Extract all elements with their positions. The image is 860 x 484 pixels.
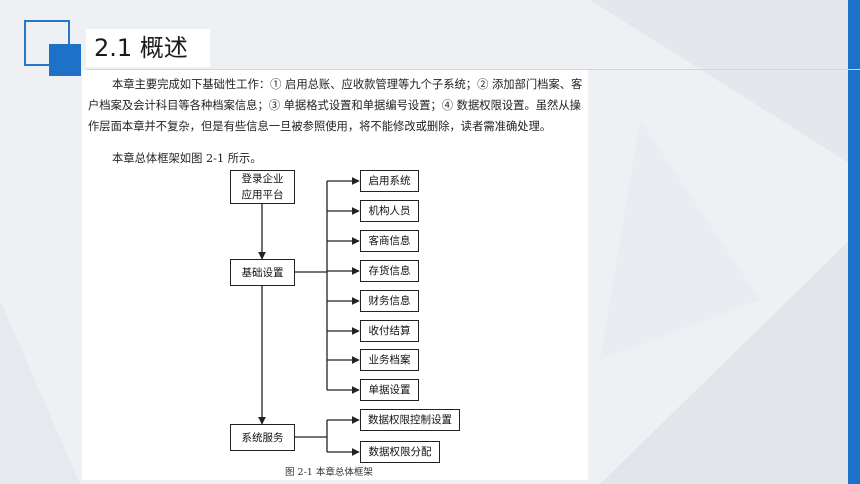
node-data-permission-control: 数据权限控制设置 <box>360 409 460 431</box>
node-system-services: 系统服务 <box>230 424 295 451</box>
node-finance-info: 财务信息 <box>360 290 419 312</box>
node-basic-settings: 基础设置 <box>230 259 295 286</box>
node-login-platform: 登录企业 应用平台 <box>230 170 295 204</box>
document-image: 本章主要完成如下基础性工作：① 启用总账、应收款管理等九个子系统；② 添加部门档… <box>82 70 588 480</box>
figure-caption: 图 2-1 本章总体框架 <box>285 467 373 478</box>
slide-title: 2.1 概述 <box>86 29 210 67</box>
title-divider <box>86 69 860 70</box>
right-accent-strip <box>848 0 860 484</box>
node-document-settings: 单据设置 <box>360 379 419 401</box>
node-inventory-info: 存货信息 <box>360 260 419 282</box>
node-settlement: 收付结算 <box>360 320 419 342</box>
node-customer-supplier: 客商信息 <box>360 230 419 252</box>
diagram-connectors <box>258 177 360 456</box>
title-decoration-square <box>49 44 81 76</box>
title-decoration-outline <box>24 20 70 66</box>
intro-paragraph: 本章主要完成如下基础性工作：① 启用总账、应收款管理等九个子系统；② 添加部门档… <box>88 78 583 133</box>
node-enable-system: 启用系统 <box>360 170 419 192</box>
figure-reference-paragraph: 本章总体框架如图 2-1 所示。 <box>112 152 262 165</box>
node-business-archive: 业务档案 <box>360 349 419 371</box>
node-org-personnel: 机构人员 <box>360 200 419 222</box>
node-data-permission-assign: 数据权限分配 <box>360 441 440 463</box>
